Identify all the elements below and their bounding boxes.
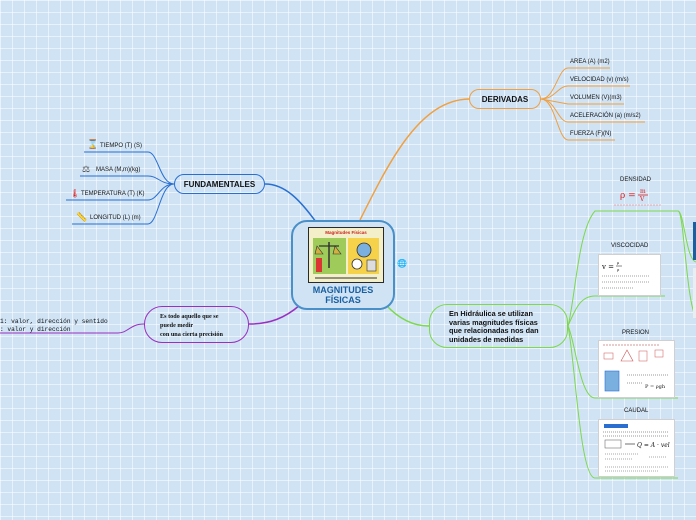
derivada-item-volumen[interactable]: VOLUMEN (V)(m3) (570, 95, 622, 101)
svg-text:ρ =: ρ = (620, 191, 636, 201)
viscocidad-formula: v = μ ρ (601, 260, 649, 289)
caudal-label[interactable]: CAUDAL (624, 408, 649, 414)
svg-text:Q = A · vel: Q = A · vel (637, 442, 670, 449)
scalar-note[interactable]: : valor y dirección (0, 326, 71, 333)
fundamental-item-tiempo[interactable]: TIEMPO (T) (S) (100, 143, 142, 149)
definition-line-2: puede medir (160, 322, 194, 329)
vector-note[interactable]: 1: valor, dirección y sentido (0, 318, 108, 325)
hidraulica-line-3: que relacionadas nos dan (449, 326, 539, 336)
hidraulica-line-4: unidades de medidas (449, 334, 524, 344)
svg-text:V: V (639, 196, 645, 203)
definition-node[interactable]: Es todo aquello que se puede medir con u… (144, 306, 249, 343)
image-caption: Magnitudes Físicas (325, 230, 367, 235)
hidraulica-line-2: varias magnitudes físicas (449, 317, 538, 327)
derivada-item-area[interactable]: AREA (A) (m2) (570, 59, 610, 65)
presion-diagram: P = ρgh (603, 344, 669, 392)
fundamentales-label: FUNDAMENTALES (183, 179, 256, 189)
presion-label[interactable]: PRESION (622, 330, 650, 336)
thermometer-icon: 🌡 (70, 189, 81, 198)
viscocidad-formula-image: v = μ ρ (598, 254, 661, 296)
fundamental-item-masa[interactable]: MASA (M,m)(kg) (96, 167, 141, 173)
viscocidad-label[interactable]: VISCOCIDAD (611, 243, 649, 249)
densidad-label[interactable]: DENSIDAD (620, 177, 652, 183)
caudal-diagram-image: Q = A · vel (598, 419, 675, 477)
densidad-formula-image: ρ = m V (610, 186, 666, 208)
derivadas-label: DERIVADAS (481, 94, 529, 104)
fundamental-item-longitud[interactable]: LONGITUD (L) (m) (90, 215, 141, 221)
central-topic[interactable]: Magnitudes Físicas MAGNITUDES FÍSICAS (291, 220, 395, 310)
hidraulica-line-1: En Hidráulica se utilizan (449, 309, 533, 318)
magnitudes-image: Magnitudes Físicas (308, 227, 384, 283)
link-globe-icon[interactable]: 🌐 (397, 259, 407, 268)
svg-text:μ: μ (617, 260, 620, 265)
definition-line-1: Es todo aquello que se (160, 313, 219, 320)
derivada-item-aceleracion[interactable]: ACELERACIÓN (a) (m/s2) (570, 113, 641, 119)
svg-text:v =: v = (601, 263, 614, 271)
fundamental-item-temperatura[interactable]: TEMPERATURA (T) (K) (81, 191, 145, 197)
svg-text:P = ρgh: P = ρgh (645, 384, 666, 390)
definition-line-3: con una cierta precisión (160, 331, 223, 338)
central-title: MAGNITUDES FÍSICAS (312, 285, 374, 305)
svg-text:ρ: ρ (617, 267, 620, 272)
derivada-item-fuerza[interactable]: FUERZA (F)(N) (570, 131, 612, 137)
fundamentales-node[interactable]: FUNDAMENTALES (174, 174, 265, 194)
physics-illustration (313, 238, 379, 279)
scale-icon: ⚖ (82, 164, 91, 174)
densidad-formula: ρ = m V (614, 188, 662, 206)
derivadas-node[interactable]: DERIVADAS (469, 89, 541, 109)
caudal-diagram: Q = A · vel (603, 424, 670, 472)
derivada-item-velocidad[interactable]: VELOCIDAD (v) (m/s) (570, 77, 629, 83)
presion-diagram-image: P = ρgh (598, 340, 675, 398)
ruler-icon: 📏 (76, 212, 88, 222)
svg-text:m: m (640, 188, 646, 195)
hourglass-icon: ⌛ (87, 139, 99, 149)
hidraulica-node[interactable]: En Hidráulica se utilizan varias magnitu… (429, 304, 568, 348)
